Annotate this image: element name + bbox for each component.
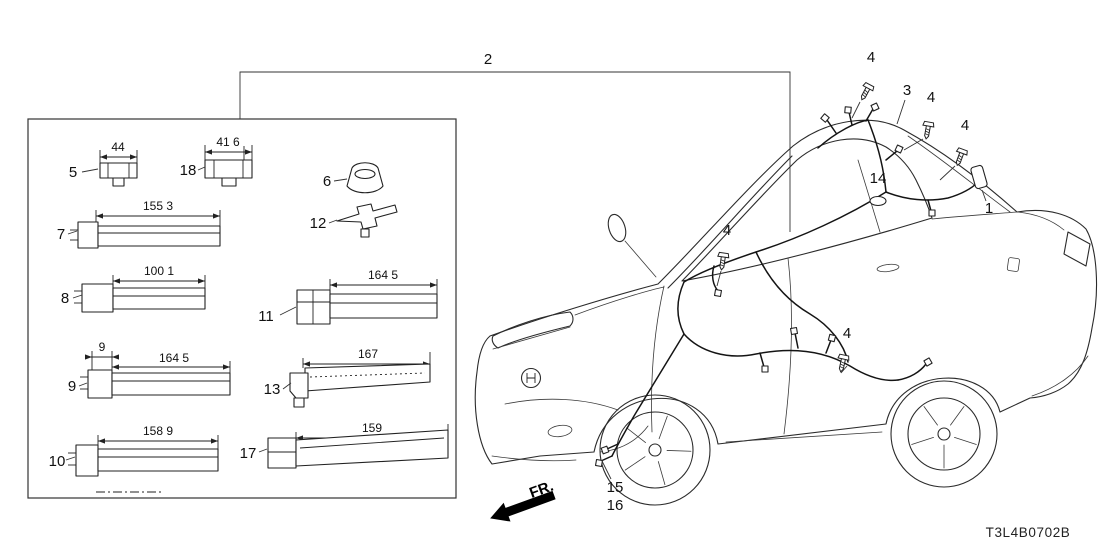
callout-12: 12 (310, 215, 327, 232)
callout-3: 3 (903, 82, 911, 99)
parts-box: 44 5 41 6 18 6 (27, 118, 457, 499)
rocker-line (725, 431, 883, 443)
wire-harness (600, 108, 978, 462)
bumper-intake-upper (504, 398, 619, 411)
callout-13: 13 (264, 381, 281, 398)
bolt-icon (856, 81, 876, 103)
callout-17: 17 (240, 445, 257, 462)
rear-wheel (890, 380, 998, 488)
part-1-connector (970, 164, 988, 190)
fr-direction-indicator: FR. (490, 478, 556, 522)
callout-4-top: 4 (867, 49, 875, 66)
callout-18: 18 (180, 162, 197, 179)
grille-line (492, 326, 571, 350)
part-item-8: 100 1 8 (61, 264, 206, 313)
dim-item17: 159 (362, 421, 382, 435)
headlight (491, 311, 574, 349)
grommet-14-icon (869, 195, 887, 207)
dim-item8: 100 1 (144, 264, 174, 278)
fr-arrow-icon (490, 490, 556, 522)
harness-connectors (594, 102, 936, 468)
dim-item9-a: 9 (99, 340, 106, 354)
callout-5: 5 (69, 164, 77, 181)
front-lip-line (491, 455, 577, 462)
dim-item11: 164 5 (368, 268, 398, 282)
callout-10: 10 (49, 453, 66, 470)
callout-15: 15 (607, 479, 624, 496)
beltline-rear-deck (931, 211, 1018, 220)
callout-4-floor: 4 (843, 325, 851, 342)
door-cut-line (783, 257, 792, 435)
callout-4-pillar: 4 (961, 117, 969, 134)
callout-2: 2 (484, 51, 492, 68)
dim-item18: 41 6 (216, 135, 240, 149)
part-item-17: 159 17 (240, 421, 449, 469)
car-body-outline (474, 119, 1098, 465)
fuel-door (1006, 257, 1020, 272)
callout-9: 9 (68, 378, 76, 395)
callout-14: 14 (870, 170, 887, 187)
callout-4-door: 4 (723, 222, 731, 239)
part-item-5: 44 5 (69, 140, 138, 187)
callout-4-roof: 4 (927, 89, 935, 106)
callout-7: 7 (57, 226, 65, 243)
callout-2-group: 2 (239, 51, 791, 232)
taillight (1063, 231, 1091, 267)
trunk-cut-line (1017, 211, 1065, 231)
clip-icon (336, 203, 398, 230)
windshield (667, 155, 793, 289)
callout-11: 11 (258, 308, 274, 325)
door-handle (876, 263, 900, 273)
part-item-10: 158 9 10 (49, 424, 219, 477)
part-item-7: 155 3 7 (57, 199, 221, 249)
dim-item13: 167 (358, 347, 378, 361)
quarter-window-divider (857, 159, 881, 233)
side-window (681, 138, 933, 282)
callout-1: 1 (985, 200, 993, 217)
hood-seam (574, 286, 665, 316)
dim-item5: 44 (111, 140, 125, 154)
honda-emblem (520, 367, 542, 389)
callout-16: 16 (607, 497, 624, 514)
part-code: T3L4B0702B (986, 525, 1071, 540)
dim-item10: 158 9 (143, 424, 173, 438)
side-mirror (607, 213, 657, 278)
part-item-13: 167 13 (264, 347, 431, 408)
part-item-9: 9 164 5 9 (68, 340, 231, 399)
fog-light (547, 424, 573, 438)
fender-cut-line (651, 285, 665, 433)
front-wheel (599, 394, 711, 506)
rear-window-line (907, 135, 1011, 213)
dim-item9-b: 164 5 (159, 351, 189, 365)
part-item-12: 12 (310, 203, 398, 238)
car-illustration (474, 102, 1098, 506)
dim-item7: 155 3 (143, 199, 173, 213)
part-item-6: 6 (323, 162, 384, 194)
bolt-icon (920, 120, 935, 141)
part-item-11: 164 5 11 (258, 268, 438, 325)
car-callouts: 4 3 4 4 1 14 4 4 15 16 (601, 49, 993, 514)
callout-8: 8 (61, 290, 69, 307)
rear-bumper-crease (1031, 355, 1089, 397)
grommet-icon (354, 168, 376, 180)
bolt-icon (834, 353, 851, 374)
callout-6: 6 (323, 173, 331, 190)
bolt-icon (951, 146, 969, 168)
part-item-18: 41 6 18 (180, 135, 253, 187)
